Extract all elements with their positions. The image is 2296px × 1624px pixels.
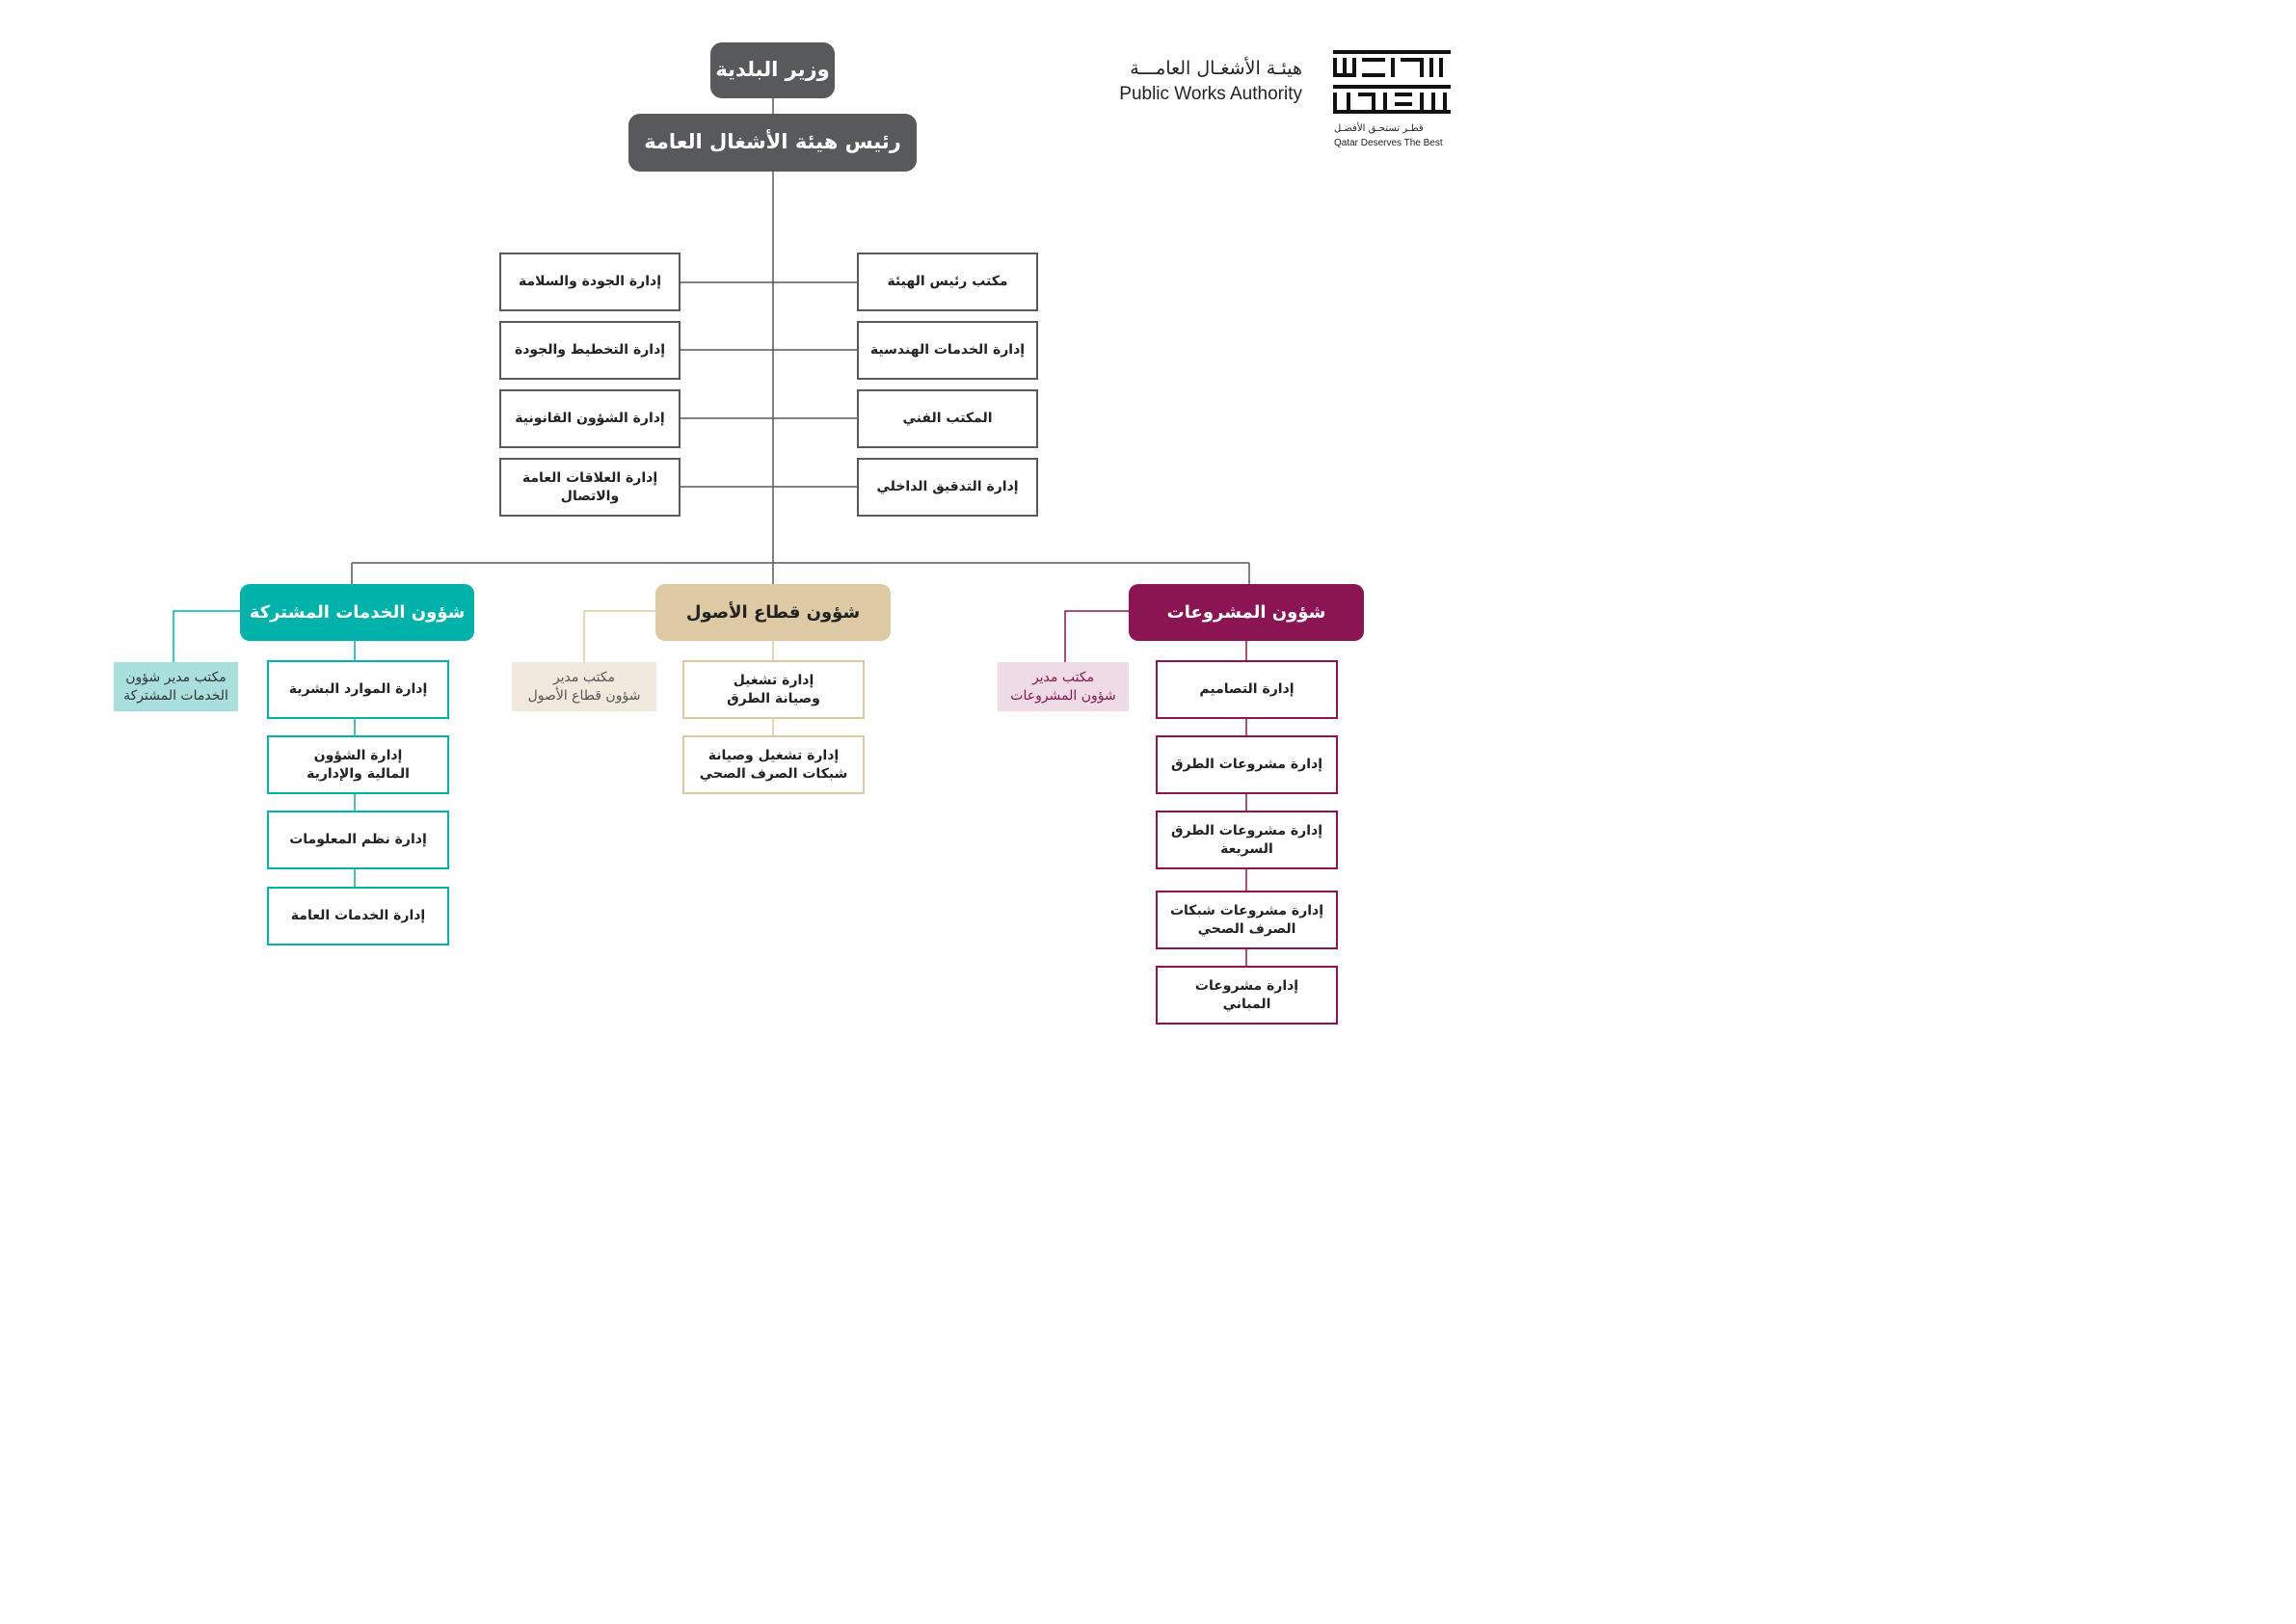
staff-box-internal-audit: إدارة التدقيق الداخلي	[857, 458, 1038, 517]
office-projects: مكتب مدير شؤون المشروعات	[998, 662, 1129, 711]
office-shared-services: مكتب مدير شؤون الخدمات المشتركة	[114, 662, 238, 711]
dept-building-projects: إدارة مشروعات المباني	[1156, 966, 1338, 1025]
dept-drainage-operation-maintenance: إدارة تشغيل وصيانة شبكات الصرف الصحي	[682, 735, 865, 794]
office-assets: مكتب مدير شؤون قطاع الأصول	[512, 662, 656, 711]
dept-roads-projects: إدارة مشروعات الطرق	[1156, 735, 1338, 794]
connector-lines	[173, 96, 1250, 967]
staff-box-legal-affairs: إدارة الشؤون القانونية	[499, 389, 681, 448]
dept-highway-projects: إدارة مشروعات الطرق السريعة	[1156, 811, 1338, 869]
minister-box: وزير البلدية	[710, 42, 835, 98]
dept-roads-operation-maintenance: إدارة تشغيل وصيانة الطرق	[682, 660, 865, 719]
ashghal-logo	[1333, 50, 1451, 114]
staff-box-quality-safety: إدارة الجودة والسلامة	[499, 253, 681, 311]
dept-drainage-projects: إدارة مشروعات شبكات الصرف الصحي	[1156, 891, 1338, 949]
president-box: رئيس هيئة الأشغال العامة	[628, 114, 917, 172]
sector-shared-services: شؤون الخدمات المشتركة	[240, 584, 474, 641]
brand-name-en: Public Works Authority	[1119, 84, 1302, 104]
dept-general-services: إدارة الخدمات العامة	[267, 887, 449, 945]
staff-box-technical-office: المكتب الفني	[857, 389, 1038, 448]
sector-assets: شؤون قطاع الأصول	[655, 584, 891, 641]
brand-name-ar: هيئـة الأشغـال العامـــة	[1130, 58, 1302, 79]
staff-box-planning-quality: إدارة التخطيط والجودة	[499, 321, 681, 380]
dept-human-resources: إدارة الموارد البشرية	[267, 660, 449, 719]
staff-box-office-president: مكتب رئيس الهيئة	[857, 253, 1038, 311]
tagline-en: Qatar Deserves The Best	[1334, 138, 1443, 148]
tagline-ar: قطـر تستحـق الأفضـل	[1334, 123, 1424, 134]
dept-information-systems: إدارة نظم المعلومات	[267, 811, 449, 869]
dept-designs: إدارة التصاميم	[1156, 660, 1338, 719]
dept-finance-admin: إدارة الشؤون المالية والإدارية	[267, 735, 449, 794]
staff-box-public-relations: إدارة العلاقات العامة والاتصال	[499, 458, 681, 517]
staff-box-engineering-services: إدارة الخدمات الهندسية	[857, 321, 1038, 380]
sector-projects: شؤون المشروعات	[1129, 584, 1364, 641]
